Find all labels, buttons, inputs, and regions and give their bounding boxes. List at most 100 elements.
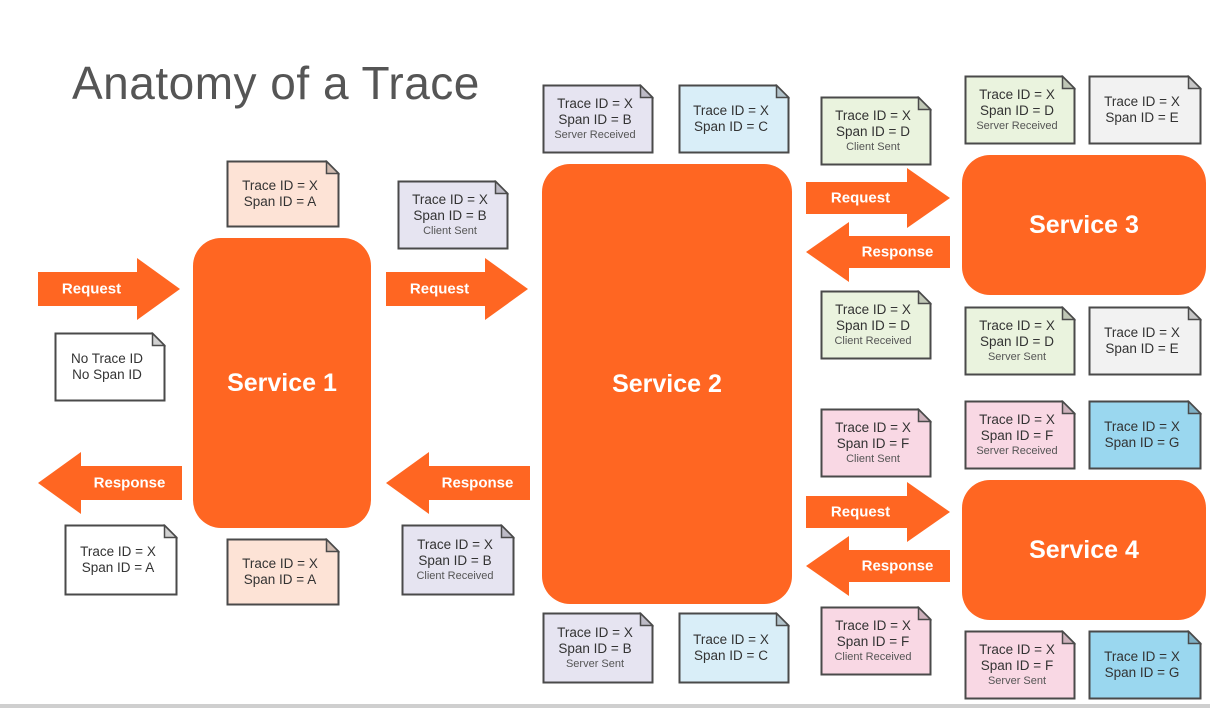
- note-shape: [542, 84, 654, 154]
- arrow-label: Response: [861, 557, 934, 575]
- span-id-label: Span ID = C: [694, 119, 768, 134]
- request-arrow: Request: [386, 258, 528, 320]
- note-shape: [820, 408, 932, 478]
- note-fold: [1187, 306, 1202, 321]
- note-body: [678, 612, 790, 684]
- note-body: [964, 75, 1076, 145]
- arrow-label: Request: [830, 503, 891, 521]
- service-label: Service 4: [1029, 535, 1139, 564]
- note-fold: [917, 96, 932, 111]
- span-id-label: Span ID = D: [980, 334, 1054, 349]
- note-body: [401, 524, 515, 596]
- note-fold: [1061, 75, 1076, 90]
- trace-id-label: Trace ID = X: [835, 302, 911, 317]
- note-body: [820, 606, 932, 676]
- trace-id-label: Trace ID = X: [835, 618, 911, 633]
- trace-id-label: Trace ID = X: [1104, 419, 1180, 434]
- note-fold: [917, 408, 932, 423]
- span-id-label: Span ID = F: [980, 428, 1054, 443]
- arrow-polygon: [38, 452, 182, 514]
- arrow-shape: [806, 536, 950, 596]
- span-id-label: Span ID = A: [243, 194, 317, 209]
- page-title: Anatomy of a Trace: [72, 57, 480, 109]
- span-event-label: Server Received: [976, 445, 1058, 457]
- span-id-label: Span ID = D: [980, 103, 1054, 118]
- note-body: [54, 332, 166, 402]
- note-shape: [820, 290, 932, 360]
- note-body: [1088, 75, 1202, 145]
- span-event-label: Server Sent: [565, 658, 625, 670]
- note-shape: [1088, 630, 1202, 700]
- note-shape: [54, 332, 166, 402]
- arrow-polygon: [806, 222, 950, 282]
- trace-id-label: Trace ID = X: [979, 412, 1055, 427]
- note-fold: [775, 84, 790, 99]
- note-fold: [325, 538, 340, 553]
- trace-id-label: Trace ID = X: [693, 632, 769, 647]
- arrow-polygon: [386, 452, 530, 514]
- response-arrow: Response: [806, 536, 950, 596]
- span-id-label: Span ID = B: [558, 112, 632, 127]
- arrow-polygon: [806, 482, 950, 542]
- span-id-label: No Span ID: [72, 367, 142, 382]
- span-id-label: Span ID = B: [418, 553, 492, 568]
- note-shape: [964, 400, 1076, 470]
- divider: [0, 704, 1210, 708]
- span-id-label: Span ID = D: [836, 318, 910, 333]
- span-id-label: Span ID = B: [413, 208, 487, 223]
- arrow-label: Response: [441, 474, 514, 492]
- note-shape: [678, 84, 790, 154]
- response-arrow: Response: [386, 452, 530, 514]
- trace-id-label: Trace ID = X: [835, 108, 911, 123]
- span-event-label: Client Sent: [846, 453, 900, 465]
- span-event-label: Client Sent: [846, 141, 900, 153]
- span-event-label: Server Received: [976, 120, 1058, 132]
- trace-id-label: Trace ID = X: [1104, 94, 1180, 109]
- note-fold: [1187, 400, 1202, 415]
- span-id-label: Span ID = B: [558, 641, 632, 656]
- service-3-box: Service 3: [962, 155, 1206, 295]
- span-id-label: Span ID = D: [836, 124, 910, 139]
- note-fold: [1061, 306, 1076, 321]
- arrow-label: Request: [409, 280, 470, 298]
- note-shape: [964, 75, 1076, 145]
- note-shape: [964, 630, 1076, 700]
- response-arrow: Response: [38, 452, 182, 514]
- span-id-label: Span ID = G: [1104, 665, 1180, 680]
- span-event-label: Server Received: [554, 129, 636, 141]
- note-fold: [163, 524, 178, 539]
- trace-id-label: Trace ID = X: [412, 192, 488, 207]
- arrow-shape: [806, 222, 950, 282]
- span-id-label: Span ID = F: [836, 436, 910, 451]
- note-shape: [1088, 306, 1202, 376]
- arrow-shape: [386, 452, 530, 514]
- service-label: Service 3: [1029, 210, 1139, 239]
- trace-id-label: Trace ID = X: [242, 556, 318, 571]
- note-shape: [64, 524, 178, 596]
- arrow-polygon: [38, 258, 180, 320]
- span-id-label: Span ID = G: [1104, 435, 1180, 450]
- note-shape: [226, 160, 340, 228]
- note-body: [542, 612, 654, 684]
- note-body: [226, 160, 340, 228]
- service-4-box: Service 4: [962, 480, 1206, 620]
- span-event-label: Client Received: [834, 335, 912, 347]
- note-body: [964, 630, 1076, 700]
